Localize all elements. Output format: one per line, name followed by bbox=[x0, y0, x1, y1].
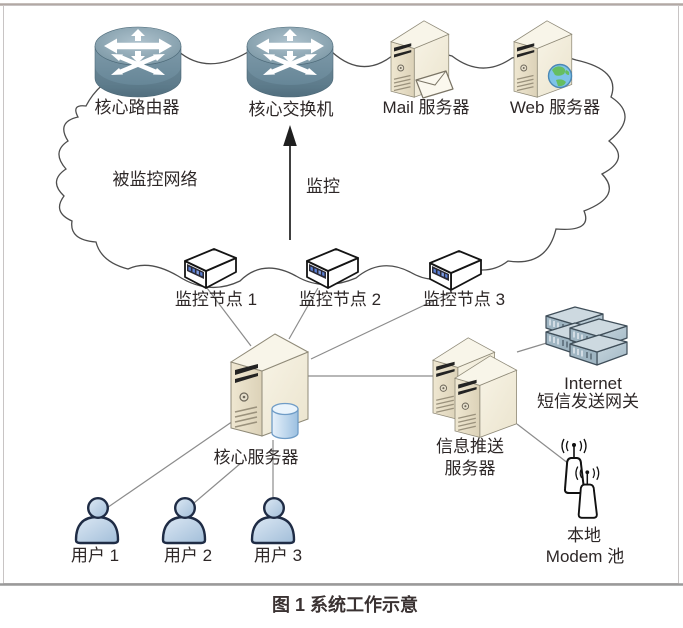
push-server-label-line1: 信息推送 bbox=[436, 437, 504, 456]
database-icon bbox=[271, 402, 299, 440]
sms-gateway-label-line1: Internet bbox=[564, 374, 622, 393]
sms-gateway-icon bbox=[545, 306, 628, 366]
monitor-node3-label: 监控节点 3 bbox=[423, 290, 505, 309]
edge-push-gateway bbox=[516, 341, 551, 353]
edge-core-user1 bbox=[100, 418, 237, 513]
globe-icon bbox=[547, 63, 573, 89]
cloud-shape bbox=[55, 47, 626, 289]
core-switch-icon bbox=[247, 27, 333, 97]
core-router-label: 核心路由器 bbox=[95, 98, 180, 117]
sms-gateway-label-line2: 短信发送网关 bbox=[537, 392, 639, 411]
cloud-label: 被监控网络 bbox=[113, 170, 198, 189]
user2-label: 用户 2 bbox=[164, 546, 212, 565]
core-switch-label: 核心交换机 bbox=[249, 100, 334, 119]
user1-label: 用户 1 bbox=[71, 546, 119, 565]
core-server-label: 核心服务器 bbox=[214, 448, 299, 467]
modem-pool-label-line2: Modem 池 bbox=[546, 547, 624, 566]
core-router-icon bbox=[95, 27, 181, 97]
monitor-arrow-label: 监控 bbox=[306, 177, 340, 196]
push-server-icon bbox=[432, 337, 518, 439]
user3-icon bbox=[250, 497, 296, 545]
figure-caption: 图 1 系统工作示意 bbox=[272, 594, 418, 615]
mail-server-label: Mail 服务器 bbox=[383, 98, 470, 117]
push-server-label-line2: 服务器 bbox=[445, 459, 496, 478]
monitor-node1-label: 监控节点 1 bbox=[175, 290, 257, 309]
edge-node3-core bbox=[310, 291, 453, 360]
modem-pool-label-line1: 本地 bbox=[567, 526, 601, 545]
edge-node2-core bbox=[288, 287, 319, 340]
monitor-arrow bbox=[283, 125, 297, 240]
monitor-node2-label: 监控节点 2 bbox=[299, 290, 381, 309]
user3-label: 用户 3 bbox=[254, 546, 302, 565]
web-server-label: Web 服务器 bbox=[510, 98, 600, 117]
edge-core-user2 bbox=[186, 462, 242, 510]
envelope-icon bbox=[415, 70, 454, 99]
edge-node1-core bbox=[206, 287, 252, 347]
edge-push-modem bbox=[516, 423, 574, 468]
modem-pool-icon bbox=[561, 438, 600, 519]
user2-icon bbox=[161, 497, 207, 545]
